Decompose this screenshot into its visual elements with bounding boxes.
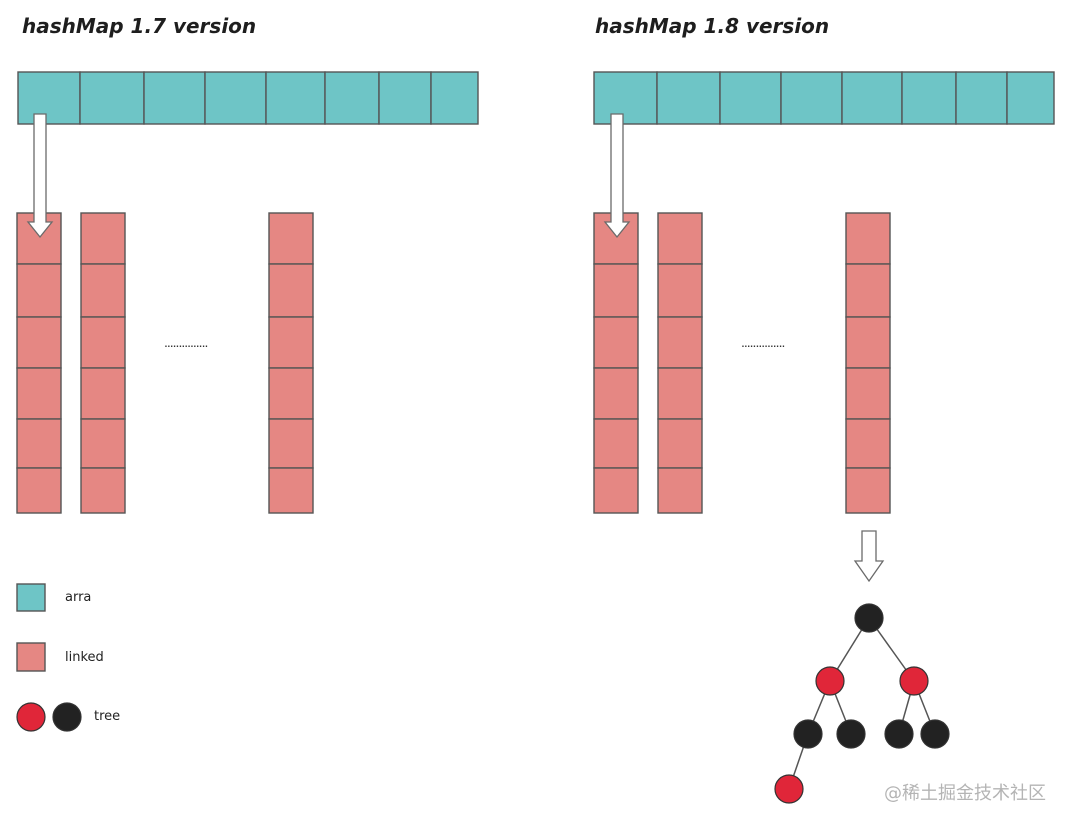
v17-chain-cell: [268, 467, 314, 514]
v18-chain-cell: [845, 212, 891, 265]
legend: [16, 583, 82, 732]
v17-chain-cell: [268, 367, 314, 420]
v17-chain-cell: [80, 367, 126, 420]
v18-bucket-cell: [841, 71, 903, 125]
v18-bucket-cell: [901, 71, 957, 125]
v18-bucket-cell: [955, 71, 1008, 125]
legend-tree-label: tree: [94, 709, 121, 724]
v18-chain-cell: [845, 418, 891, 469]
v18-chain-cell: [593, 263, 639, 318]
v17-chain-cell: [16, 367, 62, 420]
red-black-tree: [774, 603, 950, 804]
v18-bucket-cell: [656, 71, 721, 125]
v18-chain-cell: [845, 467, 891, 514]
v17-bucket-array: [17, 71, 479, 125]
v17-chain-cell: [16, 316, 62, 369]
v17-chain-cell: [80, 316, 126, 369]
v18-chain-cell: [845, 316, 891, 369]
tree-node-black: [836, 719, 866, 749]
v18-bucket-array: [593, 71, 1055, 125]
v18-pointer-arrow: [603, 113, 631, 239]
legend-red-node: [16, 702, 46, 732]
v18-chain-cell: [657, 367, 703, 420]
v17-chain-cell: [80, 212, 126, 265]
v17-pointer-arrow: [26, 113, 54, 239]
title-hashmap-1-8: hashMap 1.8 version: [595, 14, 830, 38]
tree-node-black: [854, 603, 884, 633]
legend-black-node: [52, 702, 82, 732]
v18-chain-cell: [657, 263, 703, 318]
v18-bucket-cell: [719, 71, 782, 125]
v17-chain-cell: [16, 467, 62, 514]
v17-bucket-cell: [430, 71, 479, 125]
legend-linked-label: linked: [65, 650, 104, 665]
tree-node-red: [774, 774, 804, 804]
v18-linked-chains: [593, 212, 891, 514]
v17-bucket-cell: [17, 71, 81, 125]
v17-chain-cell: [80, 263, 126, 318]
v17-chain-cell: [268, 418, 314, 469]
v18-bucket-cell: [1006, 71, 1055, 125]
tree-node-red: [899, 666, 929, 696]
tree-node-black: [884, 719, 914, 749]
v17-chain-cell: [268, 263, 314, 318]
v17-chain-cell: [16, 263, 62, 318]
v18-chain-cell: [845, 367, 891, 420]
v17-bucket-cell: [265, 71, 326, 125]
v17-chain-cell: [16, 418, 62, 469]
v17-chain-cell: [268, 316, 314, 369]
v17-bucket-cell: [79, 71, 145, 125]
v17-chain-cell: [80, 467, 126, 514]
v17-linked-chains: [16, 212, 314, 514]
treeify-arrow: [853, 530, 885, 583]
v18-chain-cell: [845, 263, 891, 318]
v18-chain-cell: [657, 316, 703, 369]
v18-down-arrow: [603, 113, 631, 239]
v18-chain-cell: [593, 367, 639, 420]
v18-chain-cell: [593, 316, 639, 369]
tree-node-black: [793, 719, 823, 749]
watermark: @稀土掘金技术社区: [884, 783, 1046, 804]
v18-bucket-cell: [780, 71, 843, 125]
v18-chain-ellipsis: ...............: [741, 334, 785, 350]
v17-chain-ellipsis: ...............: [164, 334, 208, 350]
treeify-down-arrow: [853, 530, 885, 583]
v18-chain-cell: [657, 418, 703, 469]
v18-chain-cell: [593, 467, 639, 514]
v18-chain-cell: [593, 418, 639, 469]
tree-node-red: [815, 666, 845, 696]
title-hashmap-1-7: hashMap 1.7 version: [22, 14, 257, 38]
tree-node-black: [920, 719, 950, 749]
v17-bucket-cell: [378, 71, 432, 125]
v17-bucket-cell: [324, 71, 380, 125]
v18-chain-cell: [657, 212, 703, 265]
v18-chain-cell: [593, 212, 639, 265]
v17-bucket-cell: [143, 71, 206, 125]
v17-bucket-cell: [204, 71, 267, 125]
v17-chain-cell: [268, 212, 314, 265]
v17-down-arrow: [26, 113, 54, 239]
v18-bucket-cell: [593, 71, 658, 125]
legend-linked-swatch: [16, 642, 46, 672]
v18-chain-cell: [657, 467, 703, 514]
v17-chain-cell: [80, 418, 126, 469]
legend-array-swatch: [16, 583, 46, 612]
legend-array-label: arra: [65, 590, 92, 605]
